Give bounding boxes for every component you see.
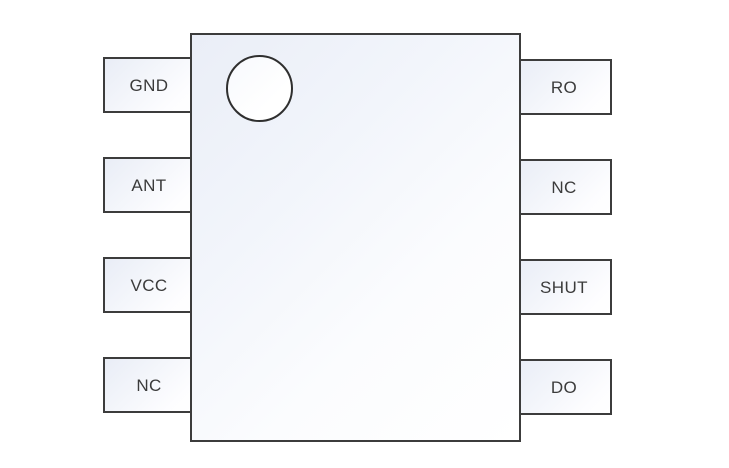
pin-box-left-4[interactable]: NC	[103, 357, 195, 413]
pin-label-ant: ANT	[131, 175, 167, 195]
pin-box-right-4[interactable]: DO	[516, 359, 612, 415]
pin1-marker-circle-icon	[226, 55, 293, 122]
pin-label-ro: RO	[550, 77, 578, 97]
pin-label-do: DO	[550, 377, 578, 397]
pin-box-left-3[interactable]: VCC	[103, 257, 195, 313]
pin-box-right-2[interactable]: NC	[516, 159, 612, 215]
pin-box-left-2[interactable]: ANT	[103, 157, 195, 213]
pin-label-shut: SHUT	[540, 277, 588, 297]
pin-box-left-1[interactable]: GND	[103, 57, 195, 113]
pin-box-right-1[interactable]: RO	[516, 59, 612, 115]
pin-label-gnd: GND	[129, 75, 169, 95]
pin-label-vcc: VCC	[130, 275, 168, 295]
pin-label-nc-left: NC	[136, 375, 162, 395]
pin-label-nc-right: NC	[551, 177, 577, 197]
chip-body	[190, 33, 521, 442]
pin-box-right-3[interactable]: SHUT	[516, 259, 612, 315]
